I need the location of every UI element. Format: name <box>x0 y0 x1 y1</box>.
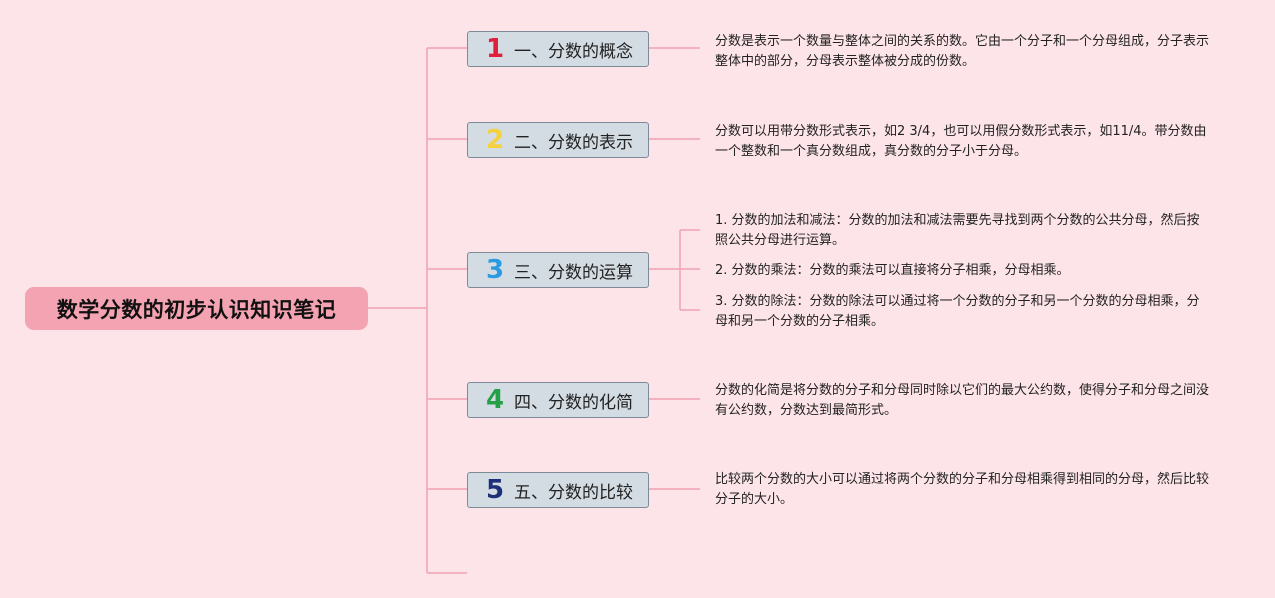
branch-concept[interactable]: 1 一、分数的概念 <box>467 31 649 67</box>
note-comparison: 比较两个分数的大小可以通过将两个分数的分子和分母相乘得到相同的分母，然后比较分子… <box>715 472 1210 507</box>
root-topic[interactable]: 数学分数的初步认识知识笔记 <box>25 287 368 330</box>
branch-comparison[interactable]: 5 五、分数的比较 <box>467 472 649 508</box>
number-4-icon: 4 <box>485 385 505 415</box>
note-concept: 分数是表示一个数量与整体之间的关系的数。它由一个分子和一个分母组成，分子表示整体… <box>715 34 1210 69</box>
branch-simplification[interactable]: 4 四、分数的化简 <box>467 382 649 418</box>
number-5-icon: 5 <box>485 475 505 505</box>
branch-label: 四、分数的化简 <box>514 392 633 413</box>
branch-label: 五、分数的比较 <box>514 482 633 503</box>
note-representation: 分数可以用带分数形式表示，如2 3/4，也可以用假分数形式表示，如11/4。带分… <box>715 124 1207 159</box>
note-addition-subtraction: 1. 分数的加法和减法：分数的加法和减法需要先寻找到两个分数的公共分母，然后按照… <box>715 213 1200 248</box>
number-3-icon: 3 <box>485 255 505 285</box>
branch-label: 一、分数的概念 <box>514 41 633 62</box>
note-simplification: 分数的化简是将分数的分子和分母同时除以它们的最大公约数，使得分子和分母之间没有公… <box>715 383 1210 418</box>
number-2-icon: 2 <box>485 125 505 155</box>
branch-operations[interactable]: 3 三、分数的运算 <box>467 252 649 288</box>
branch-representation[interactable]: 2 二、分数的表示 <box>467 122 649 158</box>
branch-label: 二、分数的表示 <box>514 132 633 153</box>
branch-label: 三、分数的运算 <box>514 262 633 283</box>
number-1-icon: 1 <box>485 34 505 64</box>
note-multiplication: 2. 分数的乘法：分数的乘法可以直接将分子相乘，分母相乘。 <box>715 263 1070 278</box>
root-title: 数学分数的初步认识知识笔记 <box>56 297 337 322</box>
note-division: 3. 分数的除法：分数的除法可以通过将一个分数的分子和另一个分数的分母相乘，分母… <box>715 294 1200 329</box>
